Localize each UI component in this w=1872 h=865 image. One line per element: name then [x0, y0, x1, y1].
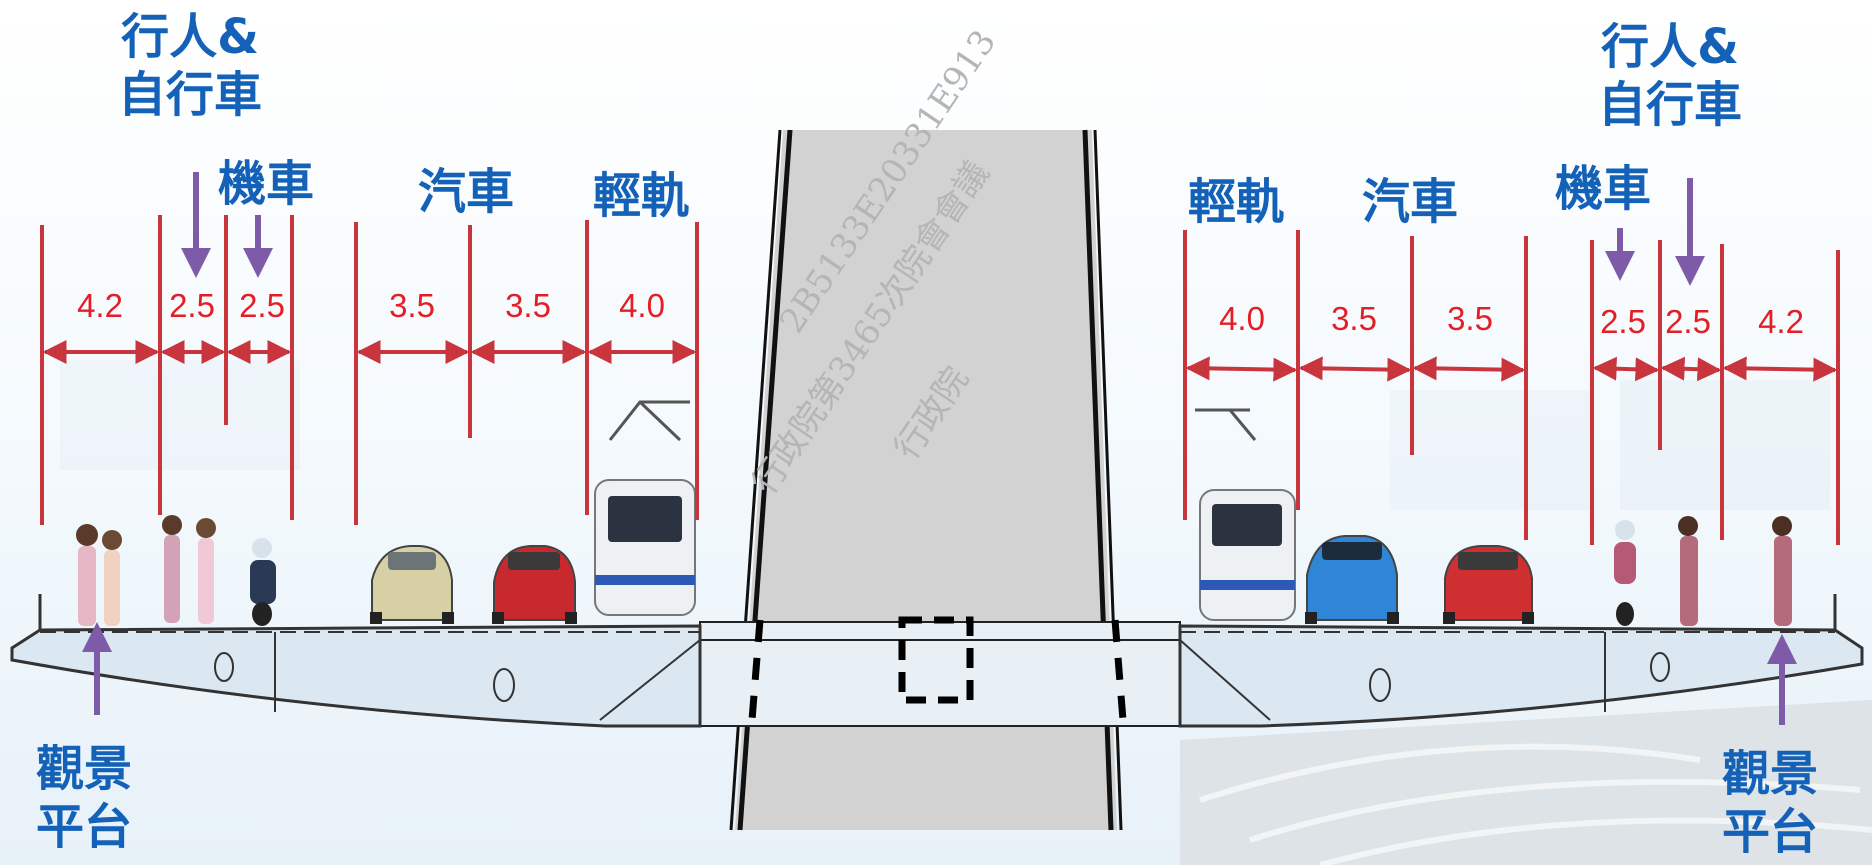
left-pedestrians — [76, 515, 216, 626]
right-light-rail — [1195, 408, 1296, 621]
label-car-left: 汽車 — [418, 164, 515, 220]
dim-arrow-right-4 — [1592, 356, 1660, 382]
dim-right-2: 3.5 — [1331, 300, 1377, 337]
left-light-rail — [594, 400, 696, 616]
dim-right-4: 2.5 — [1600, 303, 1646, 340]
dim-left-6: 4.0 — [619, 287, 665, 324]
left-motorcycle — [250, 538, 276, 626]
dim-right-5: 2.5 — [1665, 303, 1711, 340]
dim-left-5: 3.5 — [505, 287, 551, 324]
dim-right-1: 4.0 — [1219, 300, 1265, 337]
pointer-arrows — [82, 172, 1797, 725]
label-lightrail-right: 輕軌 — [1188, 174, 1285, 230]
right-deck — [1178, 594, 1864, 728]
label-car-right: 汽車 — [1362, 174, 1459, 230]
label-lightrail-left: 輕軌 — [593, 168, 690, 224]
label-viewing-right: 觀景 平台 — [1722, 746, 1819, 860]
dim-left-2: 2.5 — [169, 287, 215, 324]
dim-right-6: 4.2 — [1758, 303, 1804, 340]
label-motorcycle-right: 機車 — [1555, 161, 1652, 217]
dim-arrow-right-6 — [1722, 356, 1838, 382]
right-car-2 — [1443, 545, 1534, 624]
label-ped-bike-right: 行人& 自行車 — [1598, 19, 1743, 133]
dim-right-3: 3.5 — [1447, 300, 1493, 337]
label-ped-bike-left: 行人& 自行車 — [118, 9, 263, 123]
left-car-2 — [492, 545, 577, 624]
left-deck — [10, 594, 702, 728]
label-motorcycle-left: 機車 — [218, 156, 315, 212]
dim-arrow-right-3 — [1412, 356, 1526, 382]
dim-left-1: 4.2 — [77, 287, 123, 324]
label-viewing-left: 觀景 平台 — [36, 741, 133, 855]
right-pedestrians — [1678, 516, 1792, 626]
lane-dimension-lines — [40, 215, 1840, 545]
dim-left-4: 3.5 — [389, 287, 435, 324]
dim-arrow-right-5 — [1660, 356, 1722, 382]
dim-left-3: 2.5 — [239, 287, 285, 324]
background-skyline — [60, 360, 1830, 510]
dim-arrow-right-1 — [1185, 356, 1298, 382]
right-car-1 — [1305, 535, 1399, 624]
left-car-1 — [370, 545, 454, 624]
dim-arrow-right-2 — [1298, 356, 1412, 382]
right-motorcycle — [1614, 520, 1636, 626]
background-road-photo — [1180, 700, 1872, 865]
